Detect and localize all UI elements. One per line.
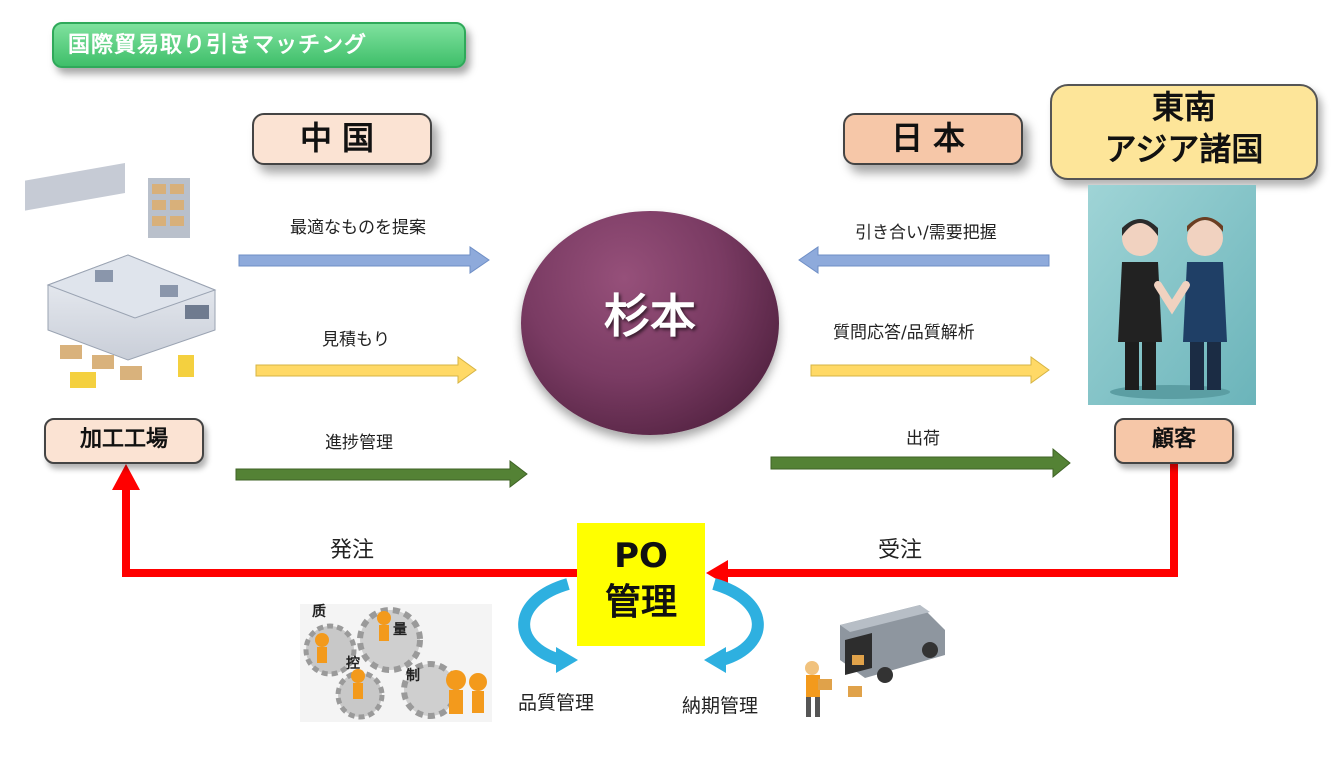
arrow-propose bbox=[238, 246, 490, 274]
delivery-illustration bbox=[805, 605, 945, 717]
qc-char-4: 制 bbox=[406, 667, 420, 684]
qc-char-2: 量 bbox=[393, 622, 407, 638]
po-line2: 管理 bbox=[604, 582, 677, 623]
arrow-quote bbox=[255, 356, 477, 384]
region-sea-line1: 東南 bbox=[1151, 88, 1216, 126]
handshake-illustration bbox=[1088, 185, 1256, 405]
order-placed-flow bbox=[112, 464, 578, 577]
po-management-box: PO 管理 bbox=[577, 523, 705, 646]
factory-illustration bbox=[25, 162, 217, 388]
arrow-ship bbox=[770, 447, 1071, 479]
sugimoto-center-node: 杉本 bbox=[521, 211, 779, 435]
delivery-management-label: 納期管理 bbox=[682, 695, 759, 717]
arrow-qa bbox=[810, 356, 1050, 384]
arrow-progress bbox=[235, 459, 528, 489]
order-received-label: 受注 bbox=[878, 538, 923, 563]
arrow-inquiry bbox=[798, 246, 1050, 274]
delivery-cycle-arrow bbox=[704, 578, 764, 673]
label-propose: 最適なものを提案 bbox=[290, 218, 426, 238]
order-placed-label: 発注 bbox=[330, 538, 375, 563]
label-ship: 出荷 bbox=[906, 429, 940, 449]
label-progress: 進捗管理 bbox=[325, 433, 393, 453]
quality-control-illustration: 质 量 控 制 bbox=[300, 603, 492, 722]
customer-label: 顧客 bbox=[1114, 418, 1234, 464]
order-received-flow bbox=[706, 462, 1178, 586]
label-quote: 見積もり bbox=[322, 330, 390, 350]
region-japan-label: 日本 bbox=[843, 113, 1023, 165]
quality-cycle-arrow bbox=[518, 578, 578, 673]
page-title: 国際貿易取り引きマッチング bbox=[52, 22, 466, 68]
label-inquiry: 引き合い/需要把握 bbox=[855, 223, 997, 243]
qc-char-3: 控 bbox=[346, 655, 360, 672]
region-china-label: 中国 bbox=[252, 113, 432, 165]
region-southeast-asia-label: 東南 アジア諸国 bbox=[1050, 84, 1318, 180]
po-line1: PO bbox=[614, 536, 668, 576]
label-qa: 質問応答/品質解析 bbox=[833, 323, 975, 343]
region-sea-line2: アジア諸国 bbox=[1104, 130, 1264, 168]
factory-label: 加工工場 bbox=[44, 418, 204, 464]
qc-char-1: 质 bbox=[312, 603, 326, 620]
quality-management-label: 品質管理 bbox=[518, 692, 595, 714]
